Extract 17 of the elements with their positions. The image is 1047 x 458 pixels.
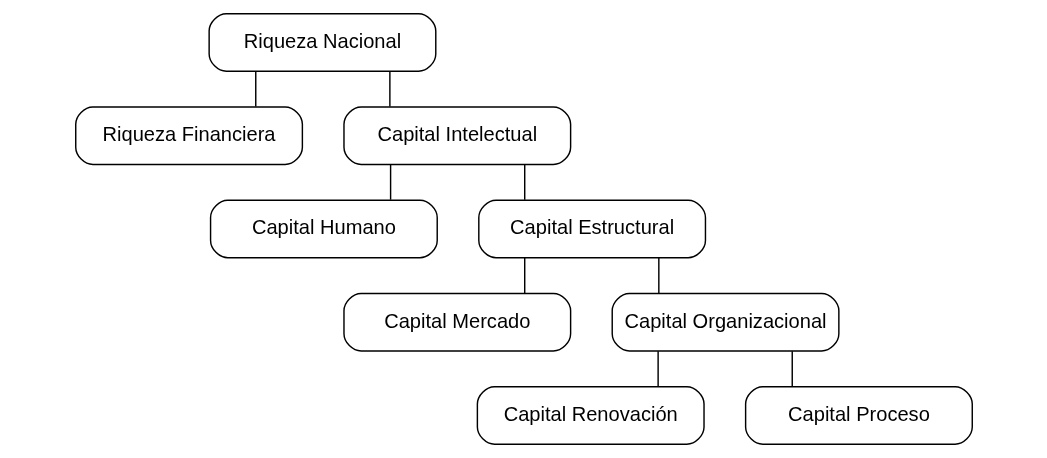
connector [791,350,793,387]
node-box: Capital Organizacional [611,292,840,352]
connector [523,257,525,294]
node-box: Riqueza Financiera [74,106,303,166]
node-box: Capital Proceso [744,386,973,445]
connector [657,257,660,294]
connector [388,70,391,108]
node-box: Capital Mercado [342,292,571,352]
node-box: Riqueza Nacional [207,13,436,72]
connector [523,164,525,201]
connector [254,70,256,108]
node-box: Capital Intelectual [342,106,571,166]
connector [656,350,659,387]
connector [389,164,391,201]
node-box: Capital Renovación [476,386,705,445]
node-box: Capital Estructural [477,199,706,259]
node-box: Capital Humano [209,199,438,259]
